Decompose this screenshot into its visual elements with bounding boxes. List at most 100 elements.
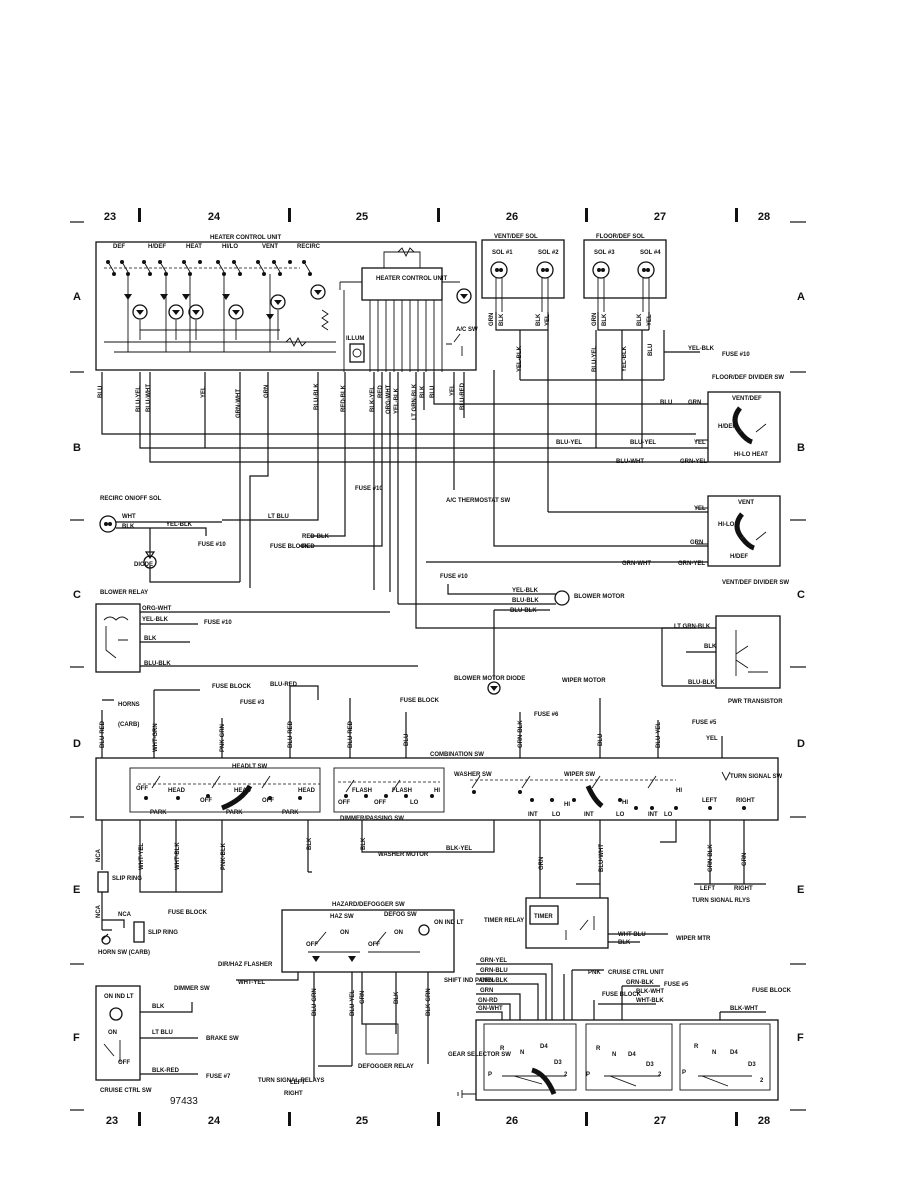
row-b-left: B — [73, 442, 81, 454]
cruise-title: CRUISE CTRL SW — [100, 1088, 152, 1094]
gs-d3-2: D3 — [646, 1062, 654, 1068]
combination-bottom-wires: NCA WHT-YEL WHT-BLK PNK-BLK BLK BLK GRN … — [96, 820, 748, 893]
cs-park-1: PARK — [150, 810, 167, 816]
b-wire-yel-2: YEL — [694, 506, 706, 512]
cs-off-3: OFF — [262, 798, 274, 804]
hazard-title: HAZARD/DEFOGGER SW — [332, 902, 405, 908]
gs-r-3: R — [694, 1044, 699, 1050]
sol3-label: SOL #3 — [594, 250, 615, 256]
fd-wire-blk: BLK — [602, 313, 608, 326]
row-a-right: A — [797, 291, 805, 303]
gs-fuse-block-2: FUSE BLOCK — [752, 988, 792, 994]
grid-bottom-28: 28 — [758, 1115, 770, 1127]
vent-def-sol: VENT/DEF SOL SOL #1 SOL #2 GRN BLK BLK Y… — [481, 234, 565, 326]
wire-yel-2: YEL — [450, 384, 456, 396]
cs-lo-3: LO — [616, 812, 625, 818]
sol-wiring: YEL-BLK BLU-YEL YEL-BLK BLU YEL-BLK FUSE… — [495, 312, 750, 512]
cb-wire-blk-2: BLK — [361, 837, 367, 850]
cs-head-3: HEAD — [298, 788, 316, 794]
floor-def-divider-sw: FLOOR/DEF DIVIDER SW VENT/DEF H/DEF HI-L… — [696, 375, 784, 463]
row-b-right: B — [797, 442, 805, 454]
fdd-vent-def: VENT/DEF — [732, 396, 762, 402]
vent-def-sol-title: VENT/DEF SOL — [494, 234, 538, 240]
ct-wire-yel: YEL — [706, 736, 718, 742]
ac-thermostat-sw: A/C THERMOSTAT SW — [446, 498, 510, 504]
ll-fuse-block: FUSE BLOCK — [168, 910, 208, 916]
vd-wire-grn: GRN — [489, 313, 495, 326]
cruise-brake-sw: BRAKE SW — [206, 1036, 239, 1042]
wire-blk: BLK — [420, 385, 426, 398]
cb-wire-grn: GRN — [539, 857, 545, 870]
ts-title: TURN SIGNAL RLYS — [692, 898, 750, 904]
grid-top-27: 27 — [654, 211, 666, 223]
blower-motor-title: BLOWER MOTOR — [574, 594, 625, 600]
cruise-blk-red: BLK-RED — [152, 1068, 180, 1074]
cb-wire-nca: NCA — [96, 848, 102, 862]
b-wire-lt-blu: LT BLU — [268, 514, 289, 520]
b-wire-grn: GRN — [688, 400, 701, 406]
sol4-label: SOL #4 — [640, 250, 661, 256]
cruise-blk: BLK — [152, 1004, 165, 1010]
haz-left: LEFT — [290, 1080, 305, 1086]
pwr-transistor: LT GRN-BLK BLK BLU-BLK PWR TRANSISTOR — [661, 615, 783, 705]
blower-relay: BLOWER RELAY ORG-WHT YEL-BLK BLK BLU-BLK… — [95, 590, 418, 673]
pwr-transistor-title: PWR TRANSISTOR — [728, 699, 783, 705]
row-f-right: F — [797, 1032, 804, 1044]
wire-org-wht: ORG-WHT — [386, 384, 392, 414]
gs-2-3: 2 — [760, 1078, 764, 1084]
sol2-label: SOL #2 — [538, 250, 559, 256]
br-wire-org-wht: ORG-WHT — [142, 606, 172, 612]
row-e-right: E — [797, 884, 804, 896]
gs-wire-gn-wht: GN-WHT — [478, 1006, 503, 1012]
wiper-sw-label: WIPER SW — [564, 772, 595, 778]
cs-left: LEFT — [702, 798, 717, 804]
cb-wire-wht-yel: WHT-YEL — [139, 843, 145, 870]
ct-wire-blu-red: BLU-RED — [100, 720, 106, 748]
gs-r-2: R — [596, 1046, 601, 1052]
bm-wire-yel-blk: YEL-BLK — [512, 588, 539, 594]
combination-top-wires: BLU-RED WHT-GRN PNK-GRN BLU-RED BLU-RED … — [100, 678, 723, 758]
gs-blk-wht: BLK-WHT — [636, 989, 664, 995]
grid-top-24: 24 — [208, 211, 221, 223]
cs-park-3: PARK — [282, 810, 299, 816]
gs-wire-grn-blk: GRN-BLK — [480, 978, 508, 984]
cs-off-2: OFF — [200, 798, 212, 804]
ct-wire-blu: BLU — [404, 734, 410, 746]
recirc-red: RED — [302, 544, 315, 550]
cs-off-5: OFF — [374, 800, 386, 806]
recirc-wht: WHT — [122, 514, 136, 520]
heater-wire-labels: BLU BLU-YEL BLU-WHT YEL GRN-WHT GRN BLU-… — [98, 382, 466, 420]
fd-wire-yel: YEL — [647, 314, 653, 326]
gs-pnk: PNK — [588, 970, 601, 976]
defogger-relay: DEFOGGER RELAY — [358, 1064, 414, 1070]
ts-right: RIGHT — [734, 886, 753, 892]
washer-sw-label: WASHER SW — [454, 772, 492, 778]
recirc-fuse: FUSE #10 — [198, 542, 226, 548]
b-wire-blu-yel: BLU-YEL — [556, 440, 582, 446]
haz-wire-grn: GRN — [360, 991, 366, 1004]
gs-grn-blk: GRN-BLK — [626, 980, 654, 986]
timer-label: TIMER — [534, 914, 553, 920]
haz-on: ON — [340, 930, 349, 936]
cb-wire-grn: GRN — [742, 853, 748, 866]
recirc-blk: BLK — [122, 524, 135, 530]
b-wire-yel: YEL — [694, 440, 706, 446]
grid-bottom-25: 25 — [356, 1115, 368, 1127]
ref-fuse-block: FUSE BLOCK — [212, 684, 252, 690]
cb-wire-wht-blk: WHT-BLK — [175, 842, 181, 870]
turn-signal-relays-label: TURN SIGNAL RELAYS — [258, 1078, 324, 1084]
b-wire-blu-yel-2: BLU-YEL — [630, 440, 656, 446]
ts-left: LEFT — [700, 886, 715, 892]
haz-off: OFF — [306, 942, 318, 948]
grid-bottom-24: 24 — [208, 1115, 221, 1127]
cs-lo-2: LO — [552, 812, 561, 818]
cs-int-2: INT — [584, 812, 594, 818]
mode-def: DEF — [113, 244, 125, 250]
defog-sw: DEFOG SW — [384, 912, 417, 918]
cs-head-1: HEAD — [168, 788, 186, 794]
recirc-fuse-block: FUSE BLOCK — [270, 544, 310, 550]
br-wire-yel-blk: YEL-BLK — [142, 617, 169, 623]
dimmer-sw-label: DIMMER/PASSING SW — [340, 816, 404, 822]
ct-wire-grn-blk: GRN-BLK — [518, 720, 524, 748]
